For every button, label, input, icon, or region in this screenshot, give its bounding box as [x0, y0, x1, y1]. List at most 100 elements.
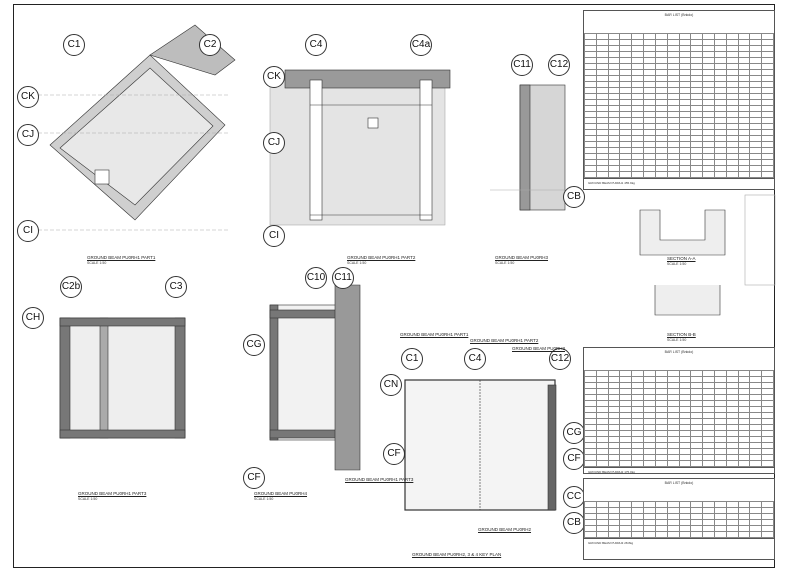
schedule-weight: 175.0kg [624, 470, 635, 474]
grid-bubble-c12: C12 [548, 54, 570, 76]
table-cell [678, 531, 692, 538]
schedule-name: GROUND BEAM PU0RH3 [588, 541, 624, 545]
table-cell [654, 460, 668, 467]
bar-schedule: BAR LIST (Bnkdo) GROUND BEAM PU0RH2 175.… [583, 347, 775, 474]
drawing-title: GROUND BEAM PU0RH1 PART3 [78, 491, 147, 496]
table-cell [666, 171, 680, 178]
grid-bubble-c4a: C4a [410, 34, 432, 56]
grid-bubble-cb: CB [563, 186, 585, 208]
schedule-footer: GROUND BEAM PU0RH3 28.8kg [584, 538, 774, 555]
grid-bubble-cg: CG [243, 334, 265, 356]
key-plan [404, 379, 557, 511]
grid-bubble-cf: CF [243, 467, 265, 489]
drawing-title: GROUND BEAM PU0RH1 PART1 [87, 255, 156, 260]
table-cell [595, 531, 609, 538]
table-row [584, 39, 774, 46]
table-cell [761, 531, 774, 538]
plan-pu0rh3 [490, 84, 570, 211]
plan-pu0rh4 [269, 284, 361, 471]
drawing-title: GROUND BEAM PU0RH1 PART2 [347, 255, 416, 260]
table-cell [607, 171, 621, 178]
key-plan-label: GROUND BEAM PU0RH2 [478, 527, 532, 532]
key-plan-label: GROUND BEAM PU0RH1 PART3 [345, 477, 414, 482]
key-plan-label: GROUND BEAM PU0RH3 [512, 346, 566, 351]
grid-bubble-ck: CK [17, 86, 39, 108]
grid-bubble-ci: CI [17, 220, 39, 242]
key-plan-label: GROUND BEAM PU0RH1 PART1 [400, 332, 469, 337]
table-row [584, 135, 774, 142]
table-cell [702, 460, 715, 467]
schedule-header [584, 19, 774, 33]
drawing-title: GROUND BEAM PU0RH4 [254, 491, 308, 496]
grid-bubble-c2b: C2b [60, 276, 82, 298]
table-cell [690, 531, 704, 538]
table-cell [584, 171, 597, 178]
table-cell [666, 460, 680, 467]
drawing-scale: SCALE 1:50 [347, 261, 367, 265]
table-cell [654, 531, 668, 538]
bar-schedule: BAR LIST (Bnkdo) GROUND BEAM PU0RH3 28.8… [583, 478, 775, 560]
table-cell [725, 531, 739, 538]
drawing-scale: SCALE 1:50 [87, 261, 107, 265]
table-row [584, 460, 774, 467]
grid-bubble-c10: C10 [305, 267, 327, 289]
grid-bubble-cj: CJ [263, 132, 285, 154]
grid-bubble-c2: C2 [199, 34, 221, 56]
grid-bubble-c3: C3 [165, 276, 187, 298]
table-cell [607, 531, 621, 538]
section-title: SECTION A-A [667, 256, 696, 261]
drawing-title: GROUND BEAM PU0RH3 [495, 255, 549, 260]
table-cell [713, 171, 727, 178]
table-cell [702, 171, 715, 178]
schedule-weight: 28.8kg [624, 541, 634, 545]
table-row [584, 147, 774, 154]
table-cell [737, 460, 751, 467]
table-cell [654, 171, 668, 178]
table-row [584, 75, 774, 82]
drawing-scale: SCALE 1:50 [495, 261, 515, 265]
grid-bubble-c1: C1 [401, 348, 423, 370]
schedule-title: BAR LIST (Bnkdo) [664, 350, 694, 354]
plan-part2 [269, 69, 451, 226]
table-cell [749, 460, 763, 467]
grid-bubble-ck: CK [263, 66, 285, 88]
table-row [584, 153, 774, 160]
section-title: SECTION B-B [667, 332, 696, 337]
grid-bubble-c4: C4 [305, 34, 327, 56]
grid-bubble-c11: C11 [332, 267, 354, 289]
table-row [584, 525, 774, 532]
grid-bubble-ch: CH [22, 307, 44, 329]
schedule-table [584, 370, 774, 467]
schedule-title: BAR LIST (Bnkdo) [664, 13, 694, 17]
schedule-weight: 455.9kg [624, 181, 635, 185]
grid-bubble-cc: CC [563, 486, 585, 508]
table-row [584, 448, 774, 455]
plan-part1-3 [59, 317, 186, 439]
table-row [584, 57, 774, 64]
table-row [584, 33, 774, 40]
table-cell [761, 460, 774, 467]
table-row [584, 388, 774, 395]
table-row [584, 99, 774, 106]
grid-bubble-cb: CB [563, 512, 585, 534]
schedule-name: GROUND BEAM PU0RH1 [588, 181, 624, 185]
table-cell [631, 171, 645, 178]
schedule-table [584, 33, 774, 178]
table-cell [761, 171, 774, 178]
table-row [584, 171, 774, 178]
table-cell [631, 460, 645, 467]
key-plan-label: GROUND BEAM PU0RH1 PART2 [470, 338, 539, 343]
table-cell [749, 531, 763, 538]
table-cell [643, 460, 656, 467]
table-cell [725, 460, 739, 467]
table-cell [631, 531, 645, 538]
schedule-name: GROUND BEAM PU0RH2 [588, 470, 624, 474]
schedule-header [584, 487, 774, 501]
grid-bubble-cf: CF [563, 448, 585, 470]
schedule-footer: GROUND BEAM PU0RH1 455.9kg [584, 178, 774, 195]
table-cell [713, 460, 727, 467]
grid-bubble-cg: CG [563, 422, 585, 444]
table-cell [678, 460, 692, 467]
schedule-header [584, 356, 774, 370]
table-cell [725, 171, 739, 178]
